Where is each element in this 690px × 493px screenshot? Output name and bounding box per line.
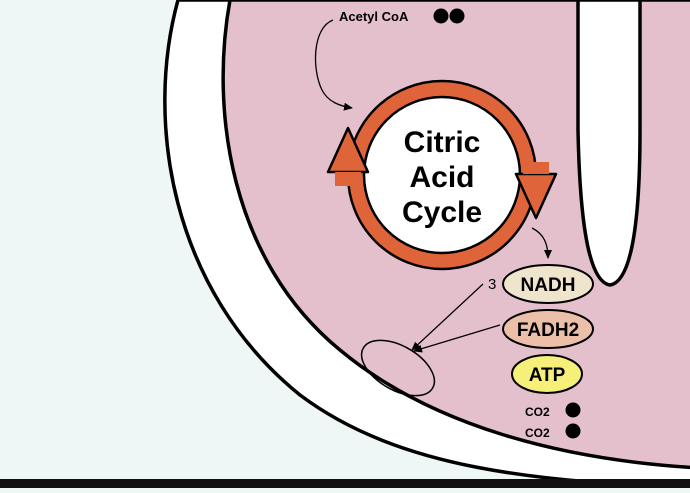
cycle-to-products-arrow [531,227,552,259]
carbon-dot [433,8,449,24]
fadh2-pill [502,309,594,349]
cycle-gap-left [335,172,361,186]
acetyl-coa-carbon-dots [433,8,465,24]
bottom-border-bar [0,479,690,488]
acetyl-coa-label: Acetyl CoA [339,9,409,24]
membrane-transport-protein [360,339,436,397]
cycle-title-line-3: Cycle [402,196,482,229]
nadh-pill [502,264,594,304]
co2-label-1: CO2 [525,405,550,419]
fadh2-to-membrane-arrow [413,324,501,353]
carbon-dot [449,8,465,24]
cycle-gap-right [523,162,549,174]
atp-label: ATP [529,365,566,386]
co2-dot-2 [565,423,581,439]
crista-fold [576,0,642,287]
atp-pill [511,354,583,394]
nadh-label: NADH [521,275,576,296]
co2-dot-1 [565,402,581,418]
co2-label-2: CO2 [525,426,550,440]
cycle-title-line-2: Acid [409,161,474,194]
fadh2-label: FADH2 [517,320,579,341]
acetyl-coa-entry-arrow [314,19,353,111]
cycle-title-line-1: Citric [404,126,481,159]
nadh-count: 3 [488,276,496,293]
nadh-to-membrane-arrow [411,283,484,351]
citric-acid-cycle: Citric Acid Cycle [326,79,558,271]
